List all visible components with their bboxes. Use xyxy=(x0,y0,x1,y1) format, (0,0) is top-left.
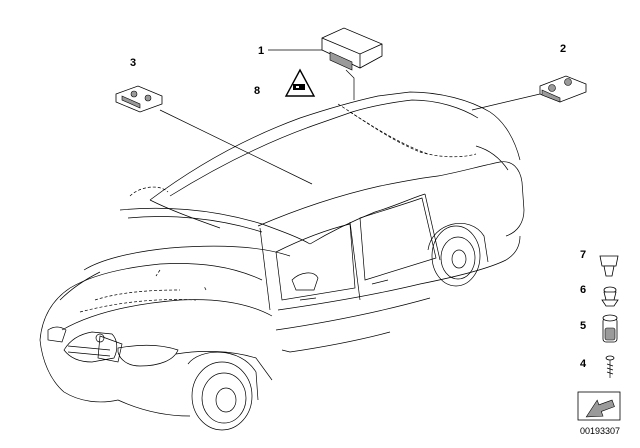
callout-3: 3 xyxy=(130,57,136,69)
part-1-control-unit[interactable] xyxy=(321,27,383,100)
callout-6: 6 xyxy=(580,284,586,296)
arrow-icon xyxy=(585,399,615,418)
front-wheel xyxy=(187,351,259,431)
callout-2: 2 xyxy=(560,43,566,55)
part-3-interior-sensor[interactable] xyxy=(115,85,163,113)
car-illustration xyxy=(39,91,525,431)
part-6-expanding-rivet[interactable] xyxy=(601,286,619,307)
part-4-screw[interactable] xyxy=(605,355,615,378)
warning-triangle-icon xyxy=(284,68,316,97)
part-8-warning-label[interactable] xyxy=(284,68,316,97)
arrow-symbol-box xyxy=(577,391,621,421)
document-number: 00193307 xyxy=(580,426,620,436)
callout-1: 1 xyxy=(258,45,264,57)
callout-8: 8 xyxy=(254,85,260,97)
part-5-grommet[interactable] xyxy=(602,314,618,343)
part-7-clip[interactable] xyxy=(599,255,619,277)
callout-5: 5 xyxy=(580,320,586,332)
part-2-rear-sensor[interactable] xyxy=(539,75,587,103)
callout-4: 4 xyxy=(580,358,587,370)
rear-wheel xyxy=(427,223,489,287)
leader-line-3 xyxy=(159,109,313,185)
leader-line-2 xyxy=(471,93,541,111)
callout-7: 7 xyxy=(580,249,586,261)
